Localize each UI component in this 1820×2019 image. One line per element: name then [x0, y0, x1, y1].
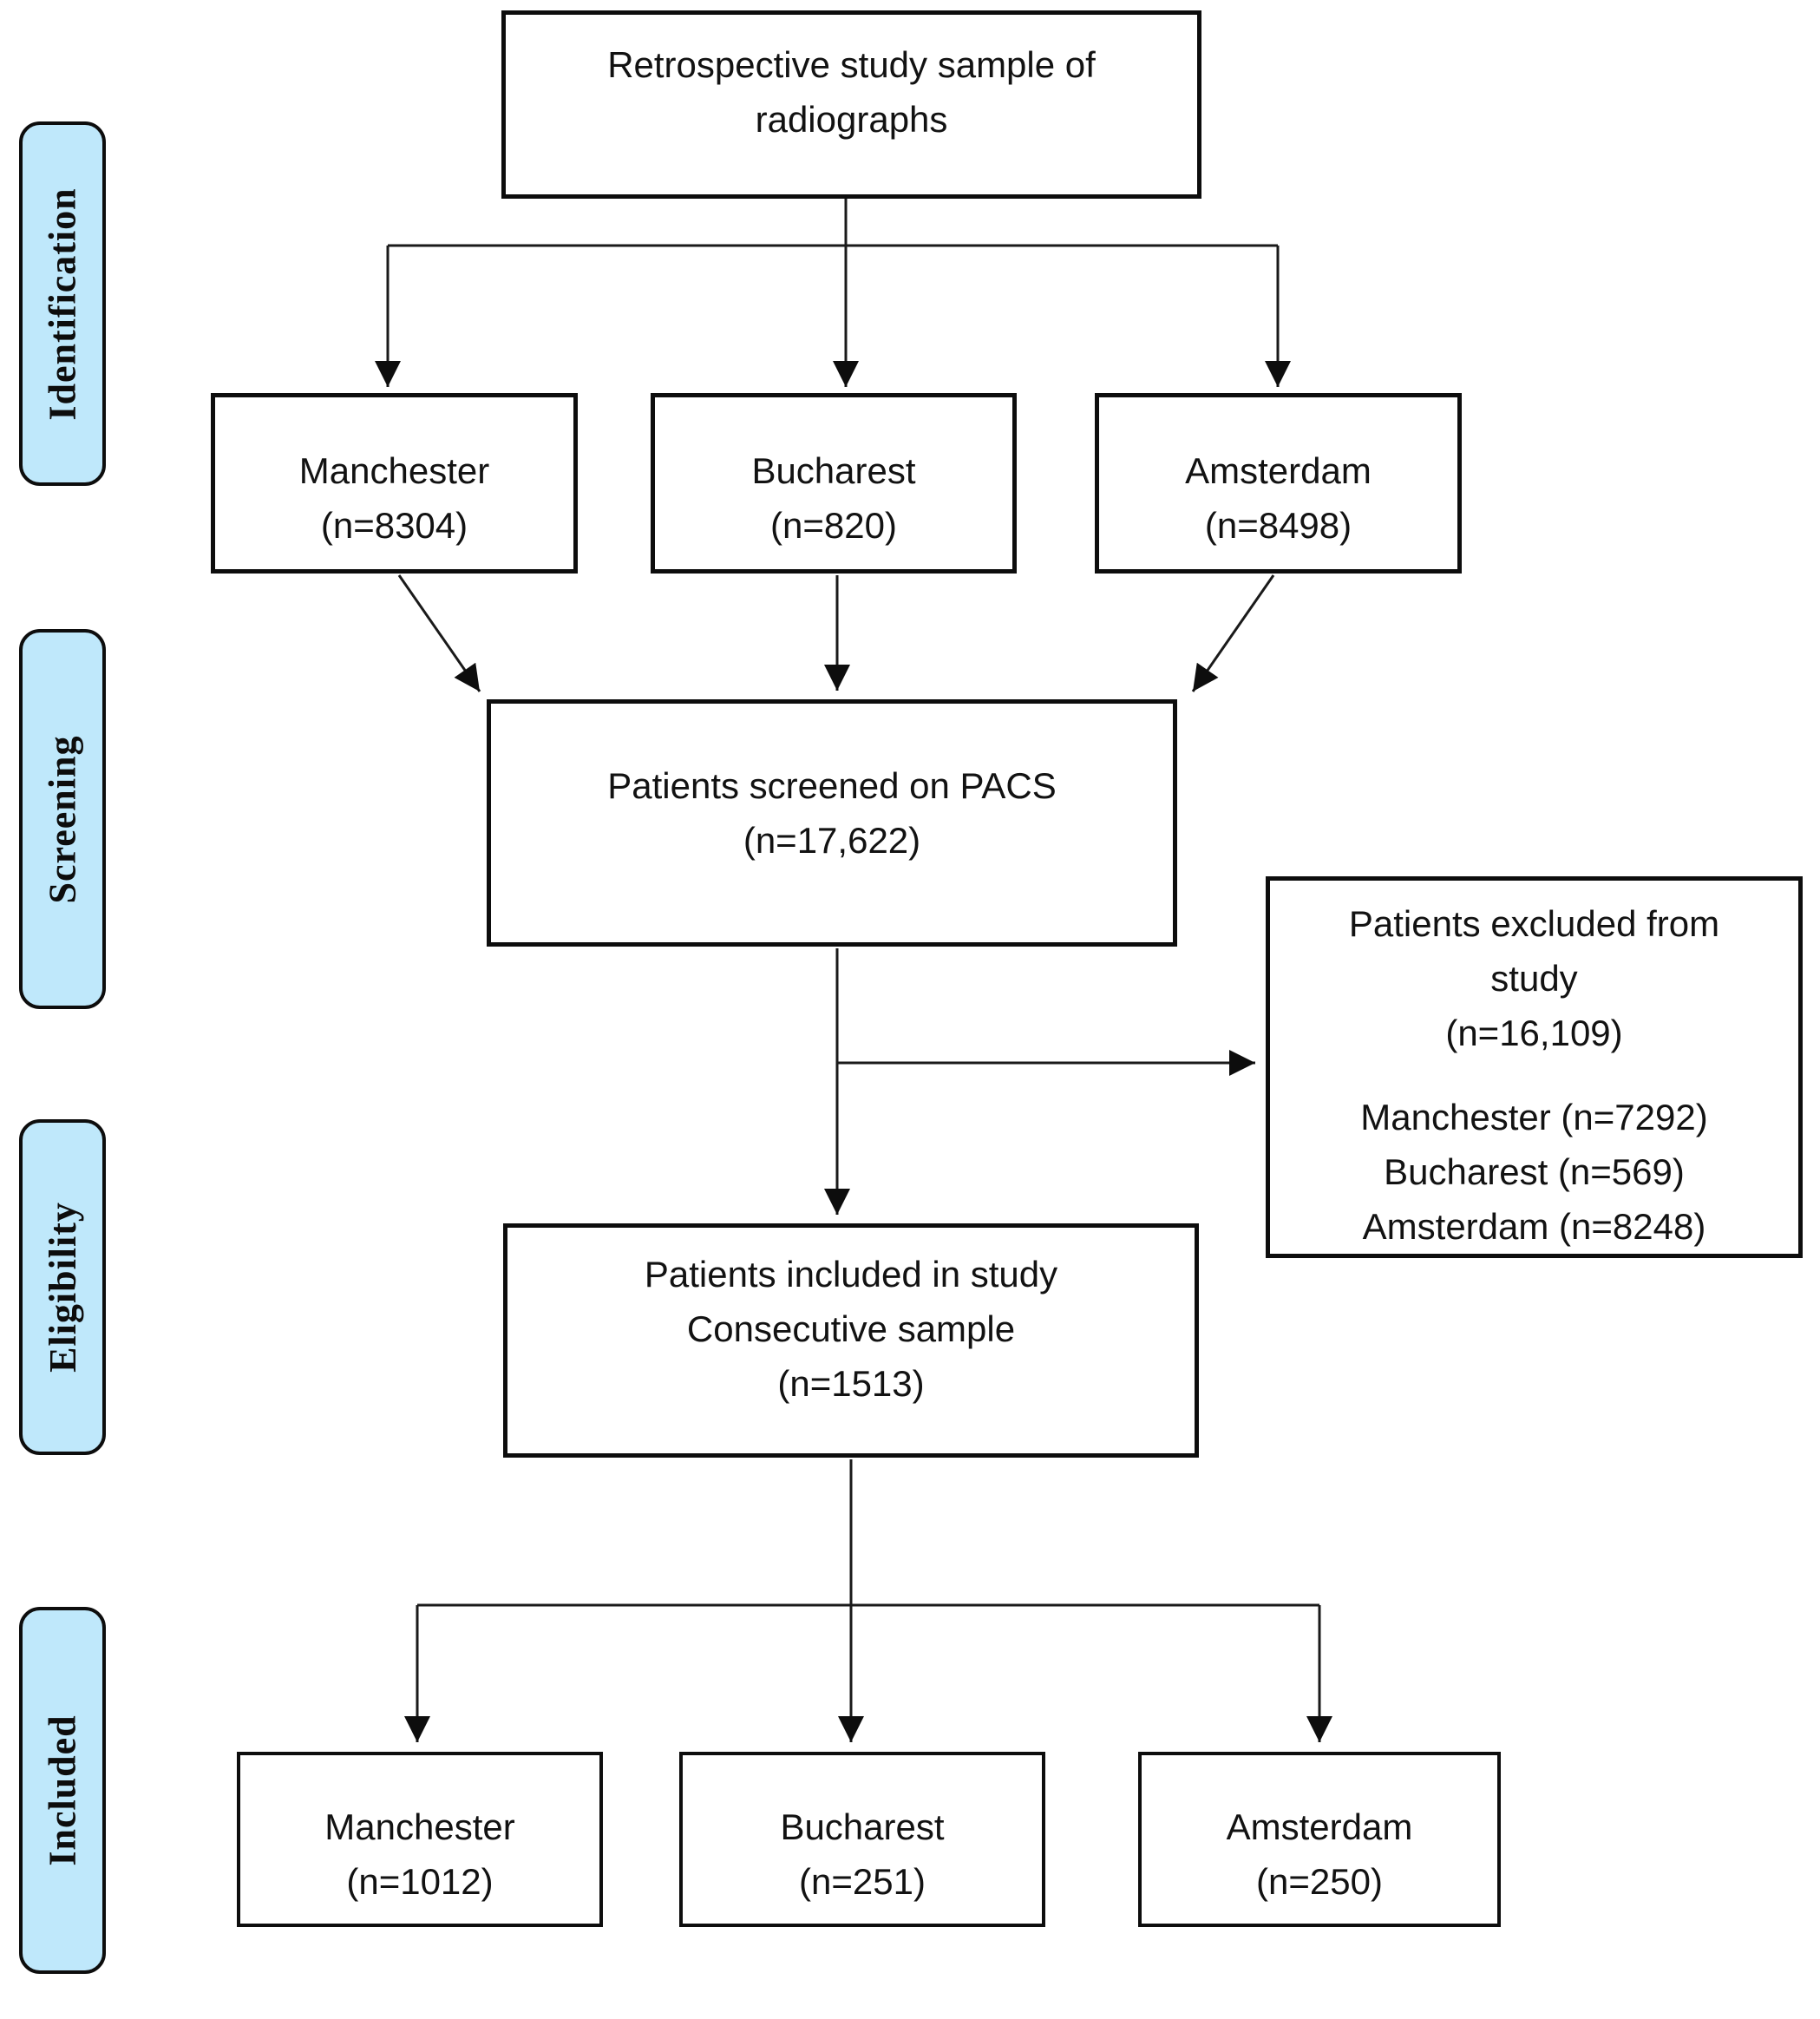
box-included: Patients included in study Consecutive s… — [503, 1223, 1199, 1458]
site-name: Amsterdam — [1185, 450, 1372, 491]
box-study-sample: Retrospective study sample of radiograph… — [501, 10, 1201, 199]
stage-identification-label: Identification — [41, 187, 84, 421]
box-amsterdam-included: Amsterdam (n=250) — [1138, 1752, 1501, 1927]
box-excluded-detail-bucharest: Bucharest (n=569) — [1384, 1151, 1685, 1192]
box-amsterdam-identified: Amsterdam (n=8498) — [1095, 393, 1462, 574]
box-included-line1: Patients included in study — [644, 1253, 1058, 1295]
box-bucharest-identified: Bucharest (n=820) — [651, 393, 1017, 574]
box-excluded-detail-manchester: Manchester (n=7292) — [1360, 1097, 1708, 1137]
site-name: Bucharest — [780, 1806, 945, 1847]
stage-eligibility-label: Eligibility — [41, 1202, 84, 1373]
stage-included: Included — [19, 1607, 106, 1974]
box-excluded-detail-amsterdam: Amsterdam (n=8248) — [1362, 1206, 1706, 1247]
site-count: (n=8498) — [1204, 505, 1352, 546]
box-excluded-header-line3: (n=16,109) — [1445, 1013, 1623, 1053]
site-count: (n=1012) — [346, 1861, 494, 1902]
stage-included-label: Included — [41, 1714, 84, 1866]
box-manchester-included: Manchester (n=1012) — [237, 1752, 603, 1927]
box-included-line2: Consecutive sample — [686, 1308, 1016, 1349]
box-excluded: Patients excluded from study (n=16,109) … — [1266, 876, 1803, 1258]
site-count: (n=820) — [770, 505, 897, 546]
site-name: Bucharest — [751, 450, 916, 491]
site-name: Manchester — [324, 1806, 515, 1847]
site-count: (n=250) — [1256, 1861, 1383, 1902]
box-manchester-identified: Manchester (n=8304) — [211, 393, 578, 574]
stage-eligibility: Eligibility — [19, 1119, 106, 1455]
stage-screening: Screening — [19, 629, 106, 1009]
box-study-sample-line1: Retrospective study sample of — [607, 43, 1096, 85]
box-screened: Patients screened on PACS (n=17,622) — [487, 699, 1177, 947]
box-study-sample-line2: radiographs — [755, 98, 948, 140]
stage-identification: Identification — [19, 121, 106, 486]
site-name: Manchester — [298, 450, 490, 491]
stage-screening-label: Screening — [41, 735, 84, 903]
box-screened-line1: Patients screened on PACS — [607, 764, 1057, 806]
site-name: Amsterdam — [1226, 1806, 1413, 1847]
box-included-line3: (n=1513) — [777, 1362, 925, 1404]
box-excluded-header-line2: study — [1490, 958, 1578, 999]
box-screened-line2: (n=17,622) — [743, 819, 921, 861]
site-count: (n=8304) — [320, 505, 468, 546]
box-bucharest-included: Bucharest (n=251) — [679, 1752, 1045, 1927]
box-excluded-header-line1: Patients excluded from — [1348, 903, 1720, 944]
site-count: (n=251) — [799, 1861, 926, 1902]
